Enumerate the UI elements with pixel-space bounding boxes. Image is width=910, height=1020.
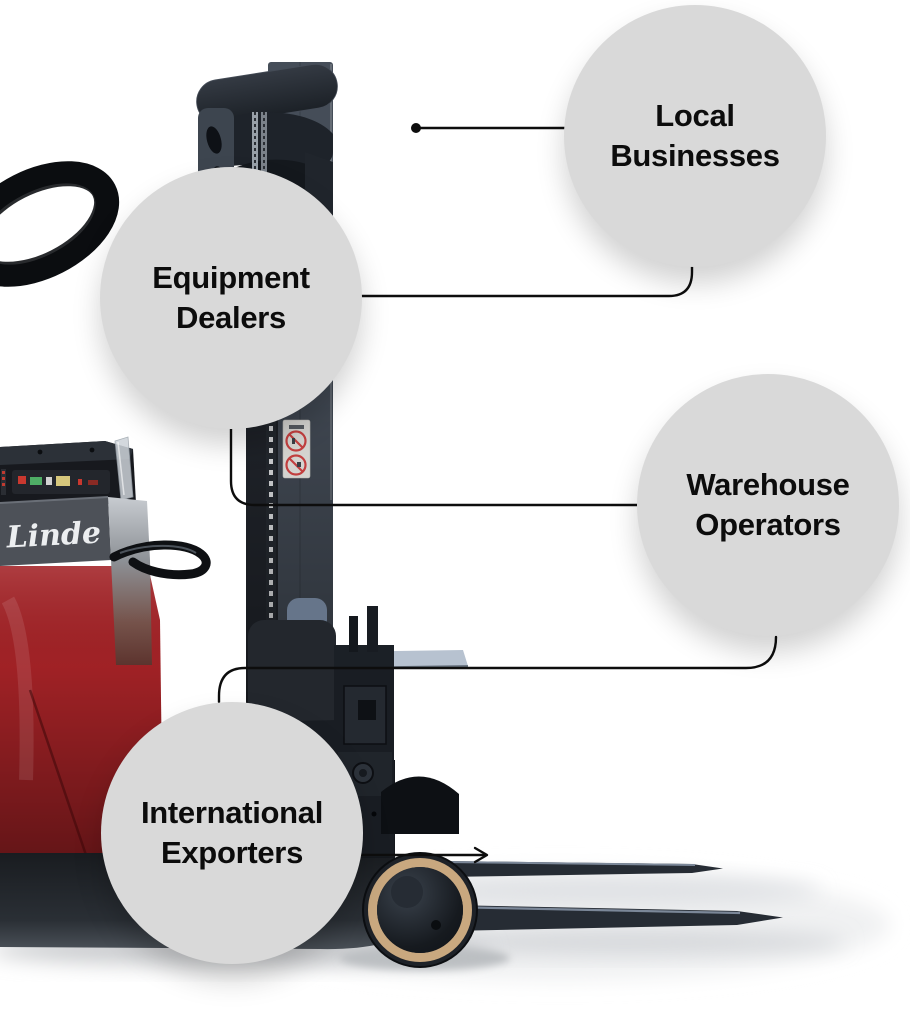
bubble-label-line: Exporters [160, 835, 304, 870]
bubble-international-exporters: International Exporters [101, 702, 363, 964]
bubble-label-line: International [140, 795, 324, 830]
bubble-label-line: Local [655, 98, 735, 133]
carriage-post [349, 616, 358, 652]
forks [443, 861, 783, 931]
bubble-equipment-dealers: Equipment Dealers [100, 167, 362, 429]
bubble-warehouse-operators: Warehouse Operators [637, 374, 899, 636]
lift-chain [252, 112, 258, 207]
wheel-rim-ring [368, 858, 472, 962]
no-standing-icon [285, 454, 307, 476]
bubble-label-line: Warehouse [686, 467, 850, 502]
arrow-head [473, 846, 489, 864]
bubble-label-line: Equipment [152, 260, 310, 295]
linde-logo: Linde [5, 516, 102, 556]
dashboard [0, 441, 136, 509]
indicator-green [30, 477, 42, 485]
bubble-label-line: Operators [695, 507, 841, 542]
warning-sticker [282, 419, 311, 479]
steering-handle [109, 540, 211, 580]
connector-equipment-dealers-warehouse-operators [229, 427, 640, 507]
bubble-local-businesses: Local Businesses [564, 5, 826, 267]
cab-pillar [108, 497, 152, 665]
carriage-post [367, 606, 378, 652]
overhead-guard-loop [0, 161, 120, 287]
brand-band: Linde [0, 496, 111, 566]
truck-body: Linde [0, 436, 211, 856]
drive-wheel [362, 852, 478, 968]
indicator-yellow [56, 476, 70, 486]
indicator-red [18, 476, 26, 484]
seat-back [248, 620, 336, 732]
bubble-label-line: Businesses [610, 138, 780, 173]
hub-cap [391, 876, 423, 908]
reach-carriage [334, 606, 469, 857]
bubble-label-line: Dealers [176, 300, 286, 335]
connector-warehouse-operators-international-exporters [217, 635, 778, 704]
no-riding-icon [285, 430, 307, 452]
callout-dot [411, 123, 421, 133]
wheel-fender [381, 776, 459, 834]
windshield [114, 436, 134, 501]
body-crease [28, 689, 88, 856]
connector-equipment-dealers-local-businesses [359, 265, 694, 298]
